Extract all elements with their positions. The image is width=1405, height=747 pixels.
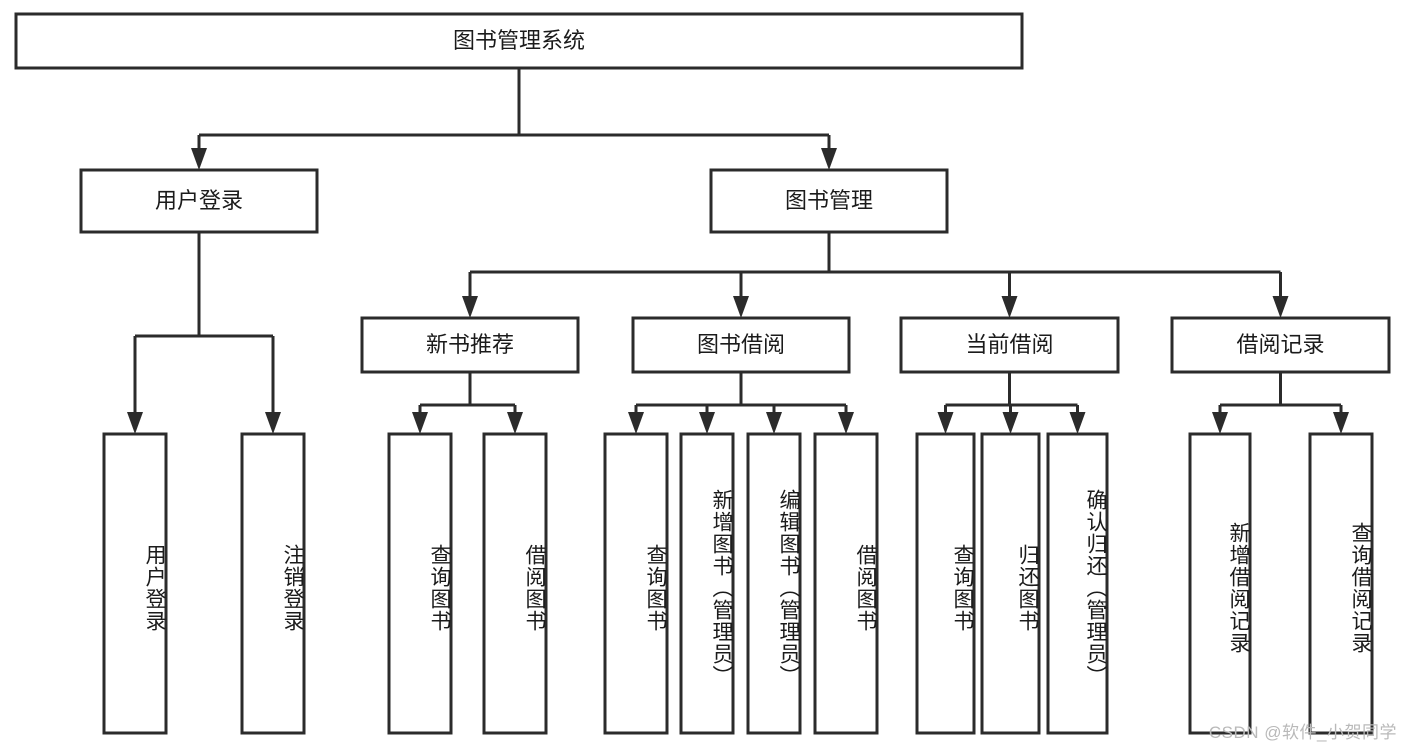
node-leaf-return-book[interactable] — [980, 432, 1041, 735]
csdn-watermark: CSDN @软件_小贺同学 — [1208, 723, 1397, 742]
node-leaf-confirm-return[interactable] — [1046, 432, 1109, 735]
node-leaf-query-book-3[interactable] — [915, 432, 976, 735]
node-leaf-borrow-book-2[interactable] — [813, 432, 879, 735]
node-current-borrow[interactable]: 当前借阅 — [899, 316, 1120, 374]
node-new-book-recommend[interactable]: 新书推荐 — [360, 316, 580, 374]
node-leaf-user-login[interactable] — [102, 432, 168, 735]
node-book-borrow[interactable]: 图书借阅 — [631, 316, 851, 374]
node-leaf-add-record[interactable] — [1188, 432, 1252, 735]
node-leaf-query-book-2[interactable] — [603, 432, 669, 735]
node-book-management[interactable]: 图书管理 — [709, 168, 949, 234]
node-leaf-query-book-1[interactable] — [387, 432, 453, 735]
node-user-login[interactable]: 用户登录 — [79, 168, 319, 234]
node-label: 当前借阅 — [965, 332, 1053, 357]
node-leaf-user-logout[interactable] — [240, 432, 306, 735]
node-leaf-add-book[interactable] — [679, 432, 735, 735]
node-label: 借阅记录 — [1236, 332, 1324, 357]
node-borrow-records[interactable]: 借阅记录 — [1170, 316, 1391, 374]
node-leaf-borrow-book-1[interactable] — [482, 432, 548, 735]
node-label: 新书推荐 — [426, 332, 514, 357]
node-label: 图书借阅 — [697, 332, 785, 357]
node-leaf-edit-book[interactable] — [746, 432, 802, 735]
node-label: 图书管理系统 — [453, 28, 585, 53]
node-label: 图书管理 — [785, 188, 873, 213]
connectors-layer — [127, 68, 1349, 434]
node-leaf-query-record[interactable] — [1308, 432, 1374, 735]
node-undefined[interactable]: 图书管理系统 — [14, 12, 1024, 70]
node-label: 用户登录 — [155, 188, 243, 213]
